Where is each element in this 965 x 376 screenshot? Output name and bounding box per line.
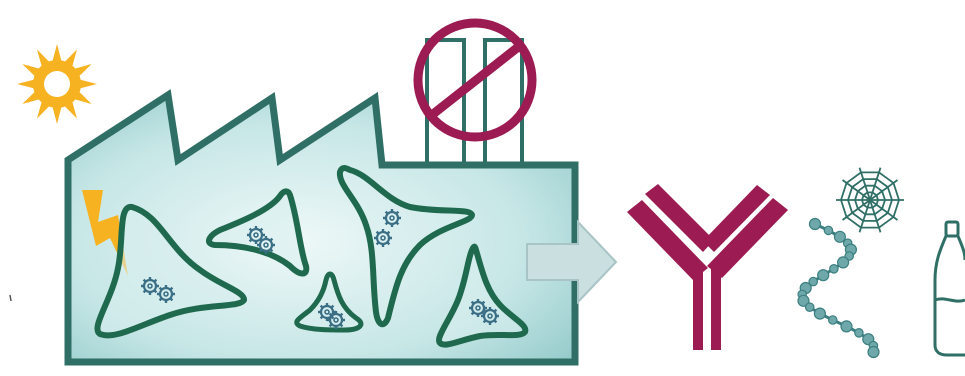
polymer-bead <box>829 316 837 324</box>
polymer-bead <box>830 265 838 273</box>
polymer-bead <box>855 329 863 337</box>
polymer-bead <box>838 257 849 268</box>
polymer-bead <box>806 303 814 311</box>
sun-ray <box>52 44 62 63</box>
stray-mark <box>10 295 11 301</box>
polymer-bead <box>810 219 821 230</box>
sun-ray <box>17 79 36 89</box>
sun-icon <box>17 44 97 124</box>
plastic-bottle-icon <box>935 222 965 355</box>
bead-chain-polymer-icon <box>798 219 879 358</box>
polymer-bead <box>824 226 832 234</box>
sun-ray <box>52 106 62 125</box>
no-smokestacks-icon <box>418 23 532 137</box>
polymer-bead <box>868 347 879 358</box>
polymer-bead <box>814 308 825 319</box>
sun-ray <box>79 79 98 89</box>
polymer-bead <box>841 321 852 332</box>
polymer-bead <box>818 270 829 281</box>
spider-web-icon <box>836 168 904 233</box>
antibody-icon <box>627 184 788 350</box>
